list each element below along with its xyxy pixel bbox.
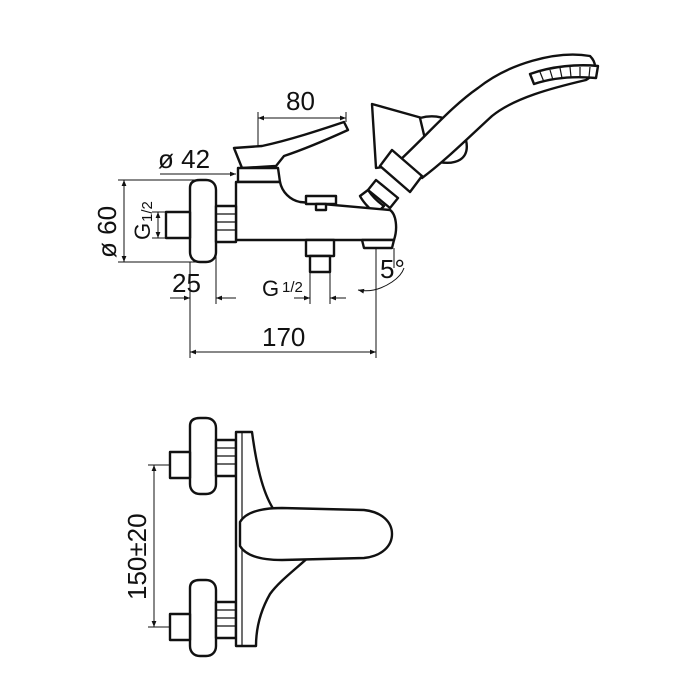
dim-spout-angle-label: 5° — [380, 254, 405, 284]
dim-inlet-spacing: 150±20 — [122, 464, 170, 628]
dim-flange-diameter: ø 60 — [92, 179, 200, 263]
dim-lever-80: 80 — [257, 86, 347, 146]
bottom-outlet — [304, 238, 336, 274]
dim-total-depth-label: 170 — [262, 322, 305, 352]
dim-inlet-spacing-label: 150±20 — [122, 513, 152, 600]
dim-total-depth: 170 — [189, 304, 376, 358]
dim-spout-angle: 5° — [357, 248, 405, 358]
dim-outlet-thread-label: G — [262, 276, 279, 301]
side-view: 80 ø 42 ø 60 G 1/2 25 — [92, 53, 600, 358]
front-view: 150±20 — [122, 416, 394, 658]
dim-body-diameter: ø 42 — [158, 144, 236, 177]
dim-inlet-thread: G 1/2 — [130, 201, 166, 240]
dim-wall-offset-label: 25 — [172, 268, 201, 298]
dim-body-diameter-label: ø 42 — [158, 144, 210, 174]
dim-inlet-thread-fraction: 1/2 — [139, 201, 156, 222]
dim-wall-offset: 25 — [170, 242, 236, 304]
bottom-inlet — [168, 578, 238, 658]
top-inlet — [168, 416, 238, 496]
dim-lever-80-label: 80 — [286, 86, 315, 116]
dim-outlet-thread-fraction: 1/2 — [282, 279, 303, 296]
mixer-body — [234, 180, 398, 250]
dim-flange-diameter-label: ø 60 — [92, 206, 122, 258]
front-lever — [238, 506, 394, 562]
dim-inlet-thread-label: G — [130, 223, 155, 240]
lever-handle — [232, 120, 350, 184]
wall-flange — [164, 178, 238, 264]
dim-outlet-thread: G 1/2 — [262, 272, 346, 304]
